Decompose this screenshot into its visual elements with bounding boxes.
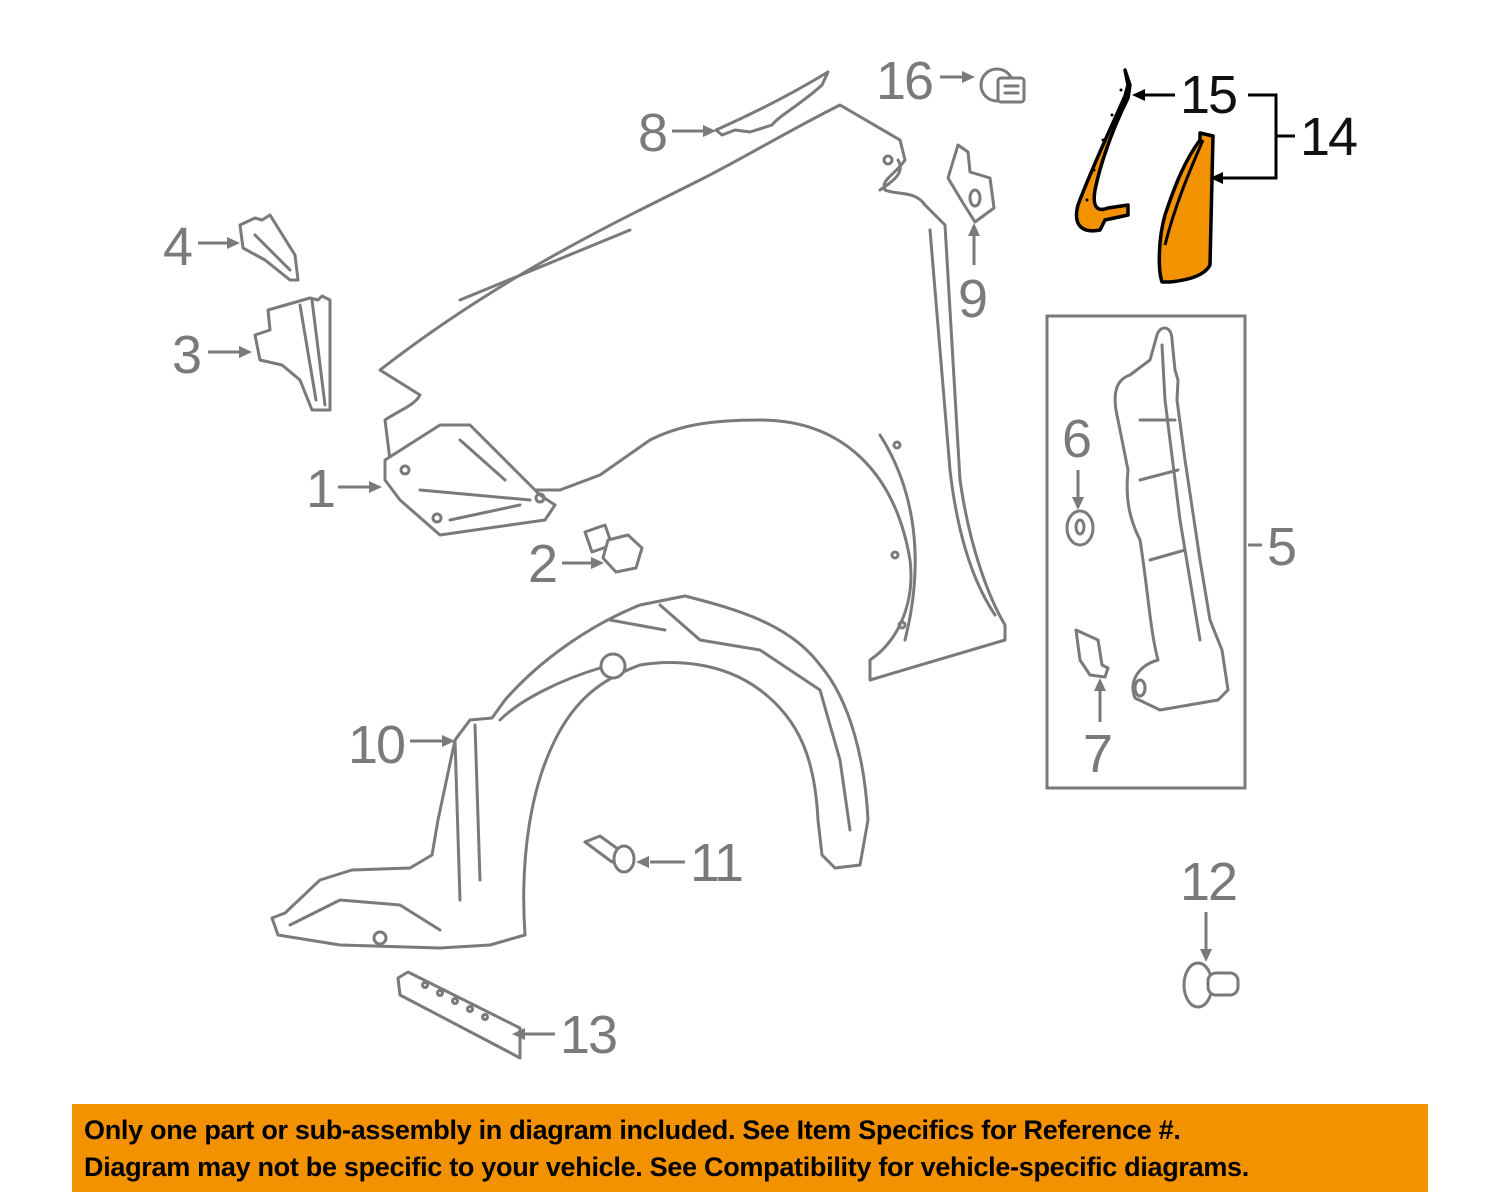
part-10-fender-liner [270,594,870,950]
part-6-grommet [1065,509,1095,547]
part-3-seal [253,294,332,412]
assembly-5-box [1045,314,1247,790]
part-9-bracket [946,143,996,224]
part-4-seal [238,213,300,282]
callout-6: 6 [1062,409,1092,469]
leader-lines [198,71,1295,1040]
callout-12: 12 [1180,852,1238,912]
part-13-bracket [396,970,522,1060]
callout-8: 8 [638,103,668,163]
callout-16: 16 [876,51,934,111]
part-2-bolt [583,523,644,574]
callout-3: 3 [172,325,202,385]
part-7-pad [1074,628,1110,679]
part-5-side-panel [1113,326,1230,712]
part-14-trim-assembly[interactable] [1157,131,1215,284]
callout-5: 5 [1267,517,1297,577]
callout-10: 10 [348,715,406,775]
disclaimer-banner: Only one part or sub-assembly in diagram… [72,1104,1428,1192]
callout-4: 4 [163,217,193,277]
callout-15[interactable]: 15 [1180,65,1238,125]
callout-9: 9 [958,269,988,329]
callout-7: 7 [1083,724,1113,784]
callout-14[interactable]: 14 [1300,107,1358,167]
callout-2: 2 [528,534,558,594]
fender-panel [378,103,1007,682]
callout-1: 1 [306,459,336,519]
disclaimer-line-2: Diagram may not be specific to your vehi… [84,1152,1249,1182]
part-12-retainer [1182,961,1240,1009]
disclaimer-line-1: Only one part or sub-assembly in diagram… [84,1115,1181,1145]
part-8-seal [714,70,830,137]
part-1-bracket [383,423,557,537]
part-11-clip [583,834,636,874]
part-15-trim-seal[interactable] [1074,68,1132,233]
part-16-clip [979,67,1026,104]
callout-13: 13 [560,1005,618,1065]
callout-11: 11 [690,833,744,893]
